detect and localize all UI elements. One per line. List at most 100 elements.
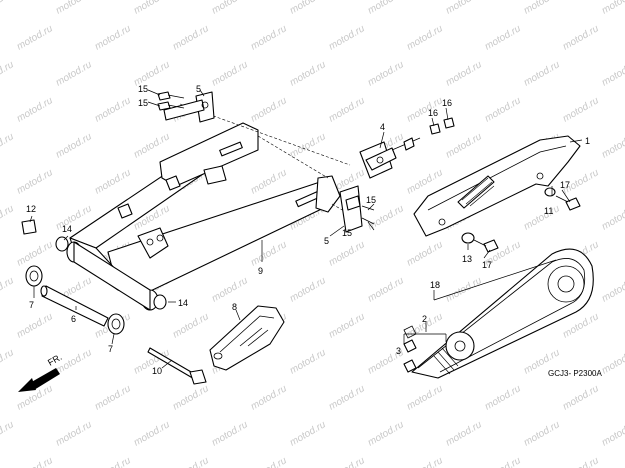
swingarm: [66, 103, 357, 311]
watermark-text: motod.ru: [15, 239, 55, 268]
watermark-text: motod.ru: [249, 239, 289, 268]
watermark-text: motod.ru: [483, 455, 523, 468]
watermark-text: motod.ru: [288, 347, 328, 376]
watermark-text: motod.ru: [93, 383, 133, 412]
watermark-text: motod.ru: [600, 131, 625, 160]
callout-11: 11: [544, 206, 553, 216]
callout-17b: 17: [482, 260, 492, 270]
watermark-text: motod.ru: [561, 383, 601, 412]
callout-14b: 14: [178, 298, 188, 308]
watermark-text: motod.ru: [522, 203, 562, 232]
watermark-text: motod.ru: [366, 275, 406, 304]
watermark-text: motod.ru: [522, 0, 562, 17]
callout-15b: 15: [138, 98, 148, 108]
watermark-text: motod.ru: [93, 95, 133, 124]
watermark-text: motod.ru: [288, 275, 328, 304]
watermark-text: motod.ru: [210, 275, 250, 304]
callout-9: 9: [258, 266, 263, 276]
watermark-text: motod.ru: [600, 203, 625, 232]
chain-slider: [209, 305, 285, 371]
watermark-text: motod.ru: [327, 239, 367, 268]
callout-7a: 7: [29, 300, 34, 310]
watermark-text: motod.ru: [483, 383, 523, 412]
callout-16a: 16: [428, 108, 438, 118]
front-direction-arrow: [18, 368, 60, 392]
watermark-text: motod.ru: [600, 0, 625, 17]
pivot-parts: [21, 219, 207, 385]
watermark-text: motod.ru: [366, 59, 406, 88]
callout-12: 12: [26, 204, 36, 214]
upper-bracket: [157, 91, 215, 123]
watermark-text: motod.ru: [366, 203, 406, 232]
watermark-text: motod.ru: [15, 95, 55, 124]
watermark-text: motod.ru: [561, 95, 601, 124]
watermark-text: motod.ru: [405, 23, 445, 52]
callout-18: 18: [430, 280, 440, 290]
diagram-code: GCJ3- P2300A: [548, 369, 602, 378]
callout-2: 2: [422, 314, 427, 324]
watermark-text: motod.ru: [288, 0, 328, 17]
watermark-text: motod.ru: [366, 419, 406, 448]
watermark-text: motod.ru: [54, 131, 94, 160]
watermark-text: motod.ru: [405, 383, 445, 412]
watermark-text: motod.ru: [405, 239, 445, 268]
watermark-text: motod.ru: [288, 59, 328, 88]
watermark-text: motod.ru: [405, 95, 445, 124]
callout-15a: 15: [138, 84, 148, 94]
callout-17a: 17: [560, 180, 570, 190]
watermark-text: motod.ru: [0, 275, 16, 304]
watermark-text: motod.ru: [93, 167, 133, 196]
watermark-text: motod.ru: [171, 383, 211, 412]
watermark-text: motod.ru: [444, 131, 484, 160]
watermark-text: motod.ru: [15, 23, 55, 52]
callout-5a: 5: [196, 84, 201, 94]
collar-13: [461, 232, 499, 253]
watermark-text: motod.ru: [327, 23, 367, 52]
watermark-text: motod.ru: [15, 455, 55, 468]
watermark-text: motod.ru: [249, 167, 289, 196]
watermark-text: motod.ru: [249, 383, 289, 412]
nuts-16: [429, 117, 455, 135]
watermark-text: motod.ru: [132, 0, 172, 17]
watermark-text: motod.ru: [0, 419, 16, 448]
lower-adjuster: [339, 185, 375, 233]
chain-adjuster: [359, 137, 421, 179]
watermark-text: motod.ru: [171, 23, 211, 52]
watermark-text: motod.ru: [327, 383, 367, 412]
watermark-text: motod.ru: [522, 59, 562, 88]
watermark-text: motod.ru: [0, 203, 16, 232]
watermark-text: motod.ru: [561, 23, 601, 52]
watermark-text: motod.ru: [327, 95, 367, 124]
watermark-text: motod.ru: [405, 455, 445, 468]
watermark-text: motod.ru: [0, 131, 16, 160]
watermark-text: motod.ru: [600, 347, 625, 376]
watermark-text: motod.ru: [15, 167, 55, 196]
watermark-text: motod.ru: [561, 455, 601, 468]
watermark-text: motod.ru: [132, 131, 172, 160]
watermark-text: motod.ru: [288, 419, 328, 448]
callout-10: 10: [152, 366, 162, 376]
watermark-text: motod.ru: [249, 95, 289, 124]
watermark-text: motod.ru: [210, 419, 250, 448]
callout-14a: 14: [62, 224, 72, 234]
watermark-text: motod.ru: [522, 419, 562, 448]
watermark-text: motod.ru: [444, 59, 484, 88]
watermark-text: motod.ru: [288, 131, 328, 160]
callout-16b: 16: [442, 98, 452, 108]
callout-8: 8: [232, 302, 237, 312]
watermark-text: motod.ru: [444, 0, 484, 17]
watermark-text: motod.ru: [366, 0, 406, 17]
callout-6: 6: [71, 314, 76, 324]
watermark-text: motod.ru: [444, 419, 484, 448]
chain-case: [413, 135, 581, 237]
callout-5b: 5: [324, 236, 329, 246]
watermark-text: motod.ru: [483, 23, 523, 52]
callout-13: 13: [462, 254, 472, 264]
watermark-text: motod.ru: [0, 59, 16, 88]
watermark-text: motod.ru: [249, 23, 289, 52]
watermark-text: motod.ru: [171, 455, 211, 468]
watermark-text: motod.ru: [600, 419, 625, 448]
watermark-text: motod.ru: [54, 59, 94, 88]
